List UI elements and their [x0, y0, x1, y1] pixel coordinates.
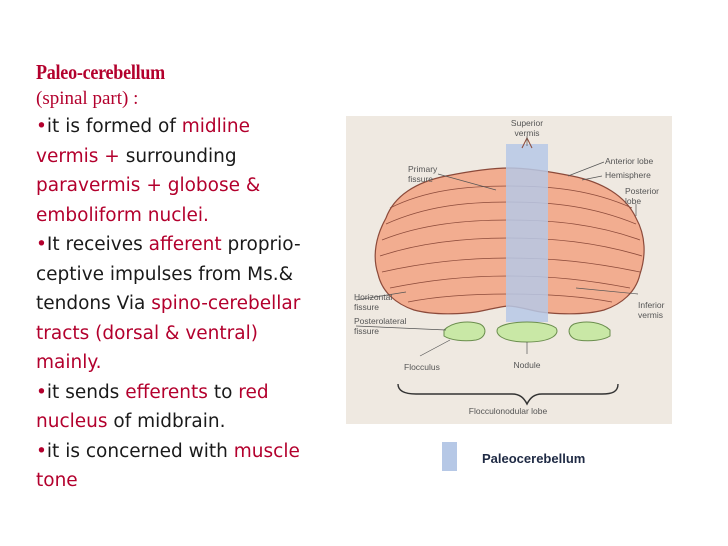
- text-line: vermis + surrounding: [36, 142, 336, 172]
- legend-swatch: [442, 442, 457, 471]
- text-line: mainly.: [36, 348, 336, 378]
- body-text: It receives: [46, 234, 149, 255]
- bullet-mark: •: [36, 440, 47, 462]
- label-superior-vermis: Superior: [511, 118, 543, 128]
- highlight-text: afferent: [148, 234, 222, 255]
- slide-title: Paleo-cerebellum: [36, 60, 165, 84]
- bullet-mark: •: [36, 381, 47, 403]
- flocculonodular-brace: [397, 383, 619, 406]
- label-posterior-lobe: Posterior: [625, 186, 659, 196]
- label-flocculonodular-lobe: Flocculonodular lobe: [469, 406, 548, 416]
- flocculonodular-lobe: [443, 321, 611, 343]
- label-posterior-lobe-2: lobe: [625, 196, 641, 206]
- cerebellum-figure: Superior vermis Primary fissure Anterior…: [346, 116, 672, 424]
- highlight-text: efferents: [125, 381, 208, 403]
- label-horizontal-fissure-2: fissure: [354, 302, 379, 312]
- label-primary-fissure-2: fissure: [408, 174, 433, 184]
- label-inferior-vermis-2: vermis: [638, 310, 663, 320]
- text-line: nucleus of midbrain.: [36, 407, 336, 437]
- vermis-band: [506, 144, 548, 322]
- highlight-text: tone: [36, 470, 78, 491]
- label-nodule: Nodule: [514, 360, 541, 370]
- highlight-text: tracts (dorsal & ventral): [36, 322, 258, 344]
- label-superior-vermis-2: vermis: [514, 128, 539, 138]
- label-inferior-vermis: Inferior: [638, 300, 665, 310]
- text-line: ceptive impulses from Ms.&: [36, 260, 336, 290]
- text-line: tendons Via spino-cerebellar: [36, 289, 336, 319]
- text-line: paravermis + globose &: [36, 171, 336, 201]
- highlight-text: paravermis + globose &: [36, 175, 261, 196]
- body-text: it sends: [46, 381, 126, 403]
- label-horizontal-fissure: Horizontal: [354, 292, 392, 302]
- text-line: emboliform nuclei.: [36, 201, 336, 231]
- highlight-text: red: [238, 381, 269, 403]
- highlight-text: mainly.: [36, 352, 102, 373]
- body-text: of midbrain.: [107, 411, 226, 432]
- bullet-mark: •: [36, 116, 47, 137]
- highlight-text: nucleus: [36, 411, 108, 432]
- highlight-text: muscle: [233, 440, 300, 462]
- label-posterolateral-fissure: Posterolateral: [354, 316, 407, 326]
- body-text: ceptive impulses from Ms.&: [36, 263, 294, 285]
- legend-label: Paleocerebellum: [482, 451, 586, 466]
- slide-subtitle: (spinal part) :: [36, 88, 139, 109]
- text-line: tracts (dorsal & ventral): [36, 319, 336, 349]
- highlight-text: spino-cerebellar: [151, 293, 301, 314]
- bullet-mark: •: [36, 234, 47, 255]
- highlight-text: vermis +: [36, 145, 126, 167]
- text-column: Paleo-cerebellum (spinal part) : •it is …: [36, 58, 336, 496]
- body-text: it is concerned with: [46, 440, 234, 462]
- body-text: to: [207, 381, 239, 403]
- label-primary-fissure: Primary: [408, 164, 438, 174]
- cerebellum-diagram: Superior vermis Primary fissure Anterior…: [354, 118, 665, 416]
- text-line: •it is formed of midline: [36, 112, 336, 142]
- text-line: •it sends efferents to red: [36, 378, 336, 408]
- body-text: tendons Via: [36, 293, 152, 314]
- label-anterior-lobe: Anterior lobe: [605, 156, 653, 166]
- body-text: surrounding: [125, 145, 237, 167]
- highlight-text: emboliform nuclei.: [36, 204, 209, 226]
- leader-lines: [355, 136, 639, 357]
- body-text: proprio-: [221, 234, 301, 255]
- label-flocculus: Flocculus: [404, 362, 440, 372]
- text-line: tone: [36, 466, 336, 496]
- label-posterolateral-fissure-2: fissure: [354, 326, 379, 336]
- text-line: •It receives afferent proprio-: [36, 230, 336, 260]
- label-hemisphere: Hemisphere: [605, 170, 651, 180]
- highlight-text: midline: [181, 116, 251, 137]
- text-line: •it is concerned with muscle: [36, 437, 336, 467]
- body-text: it is formed of: [46, 116, 182, 137]
